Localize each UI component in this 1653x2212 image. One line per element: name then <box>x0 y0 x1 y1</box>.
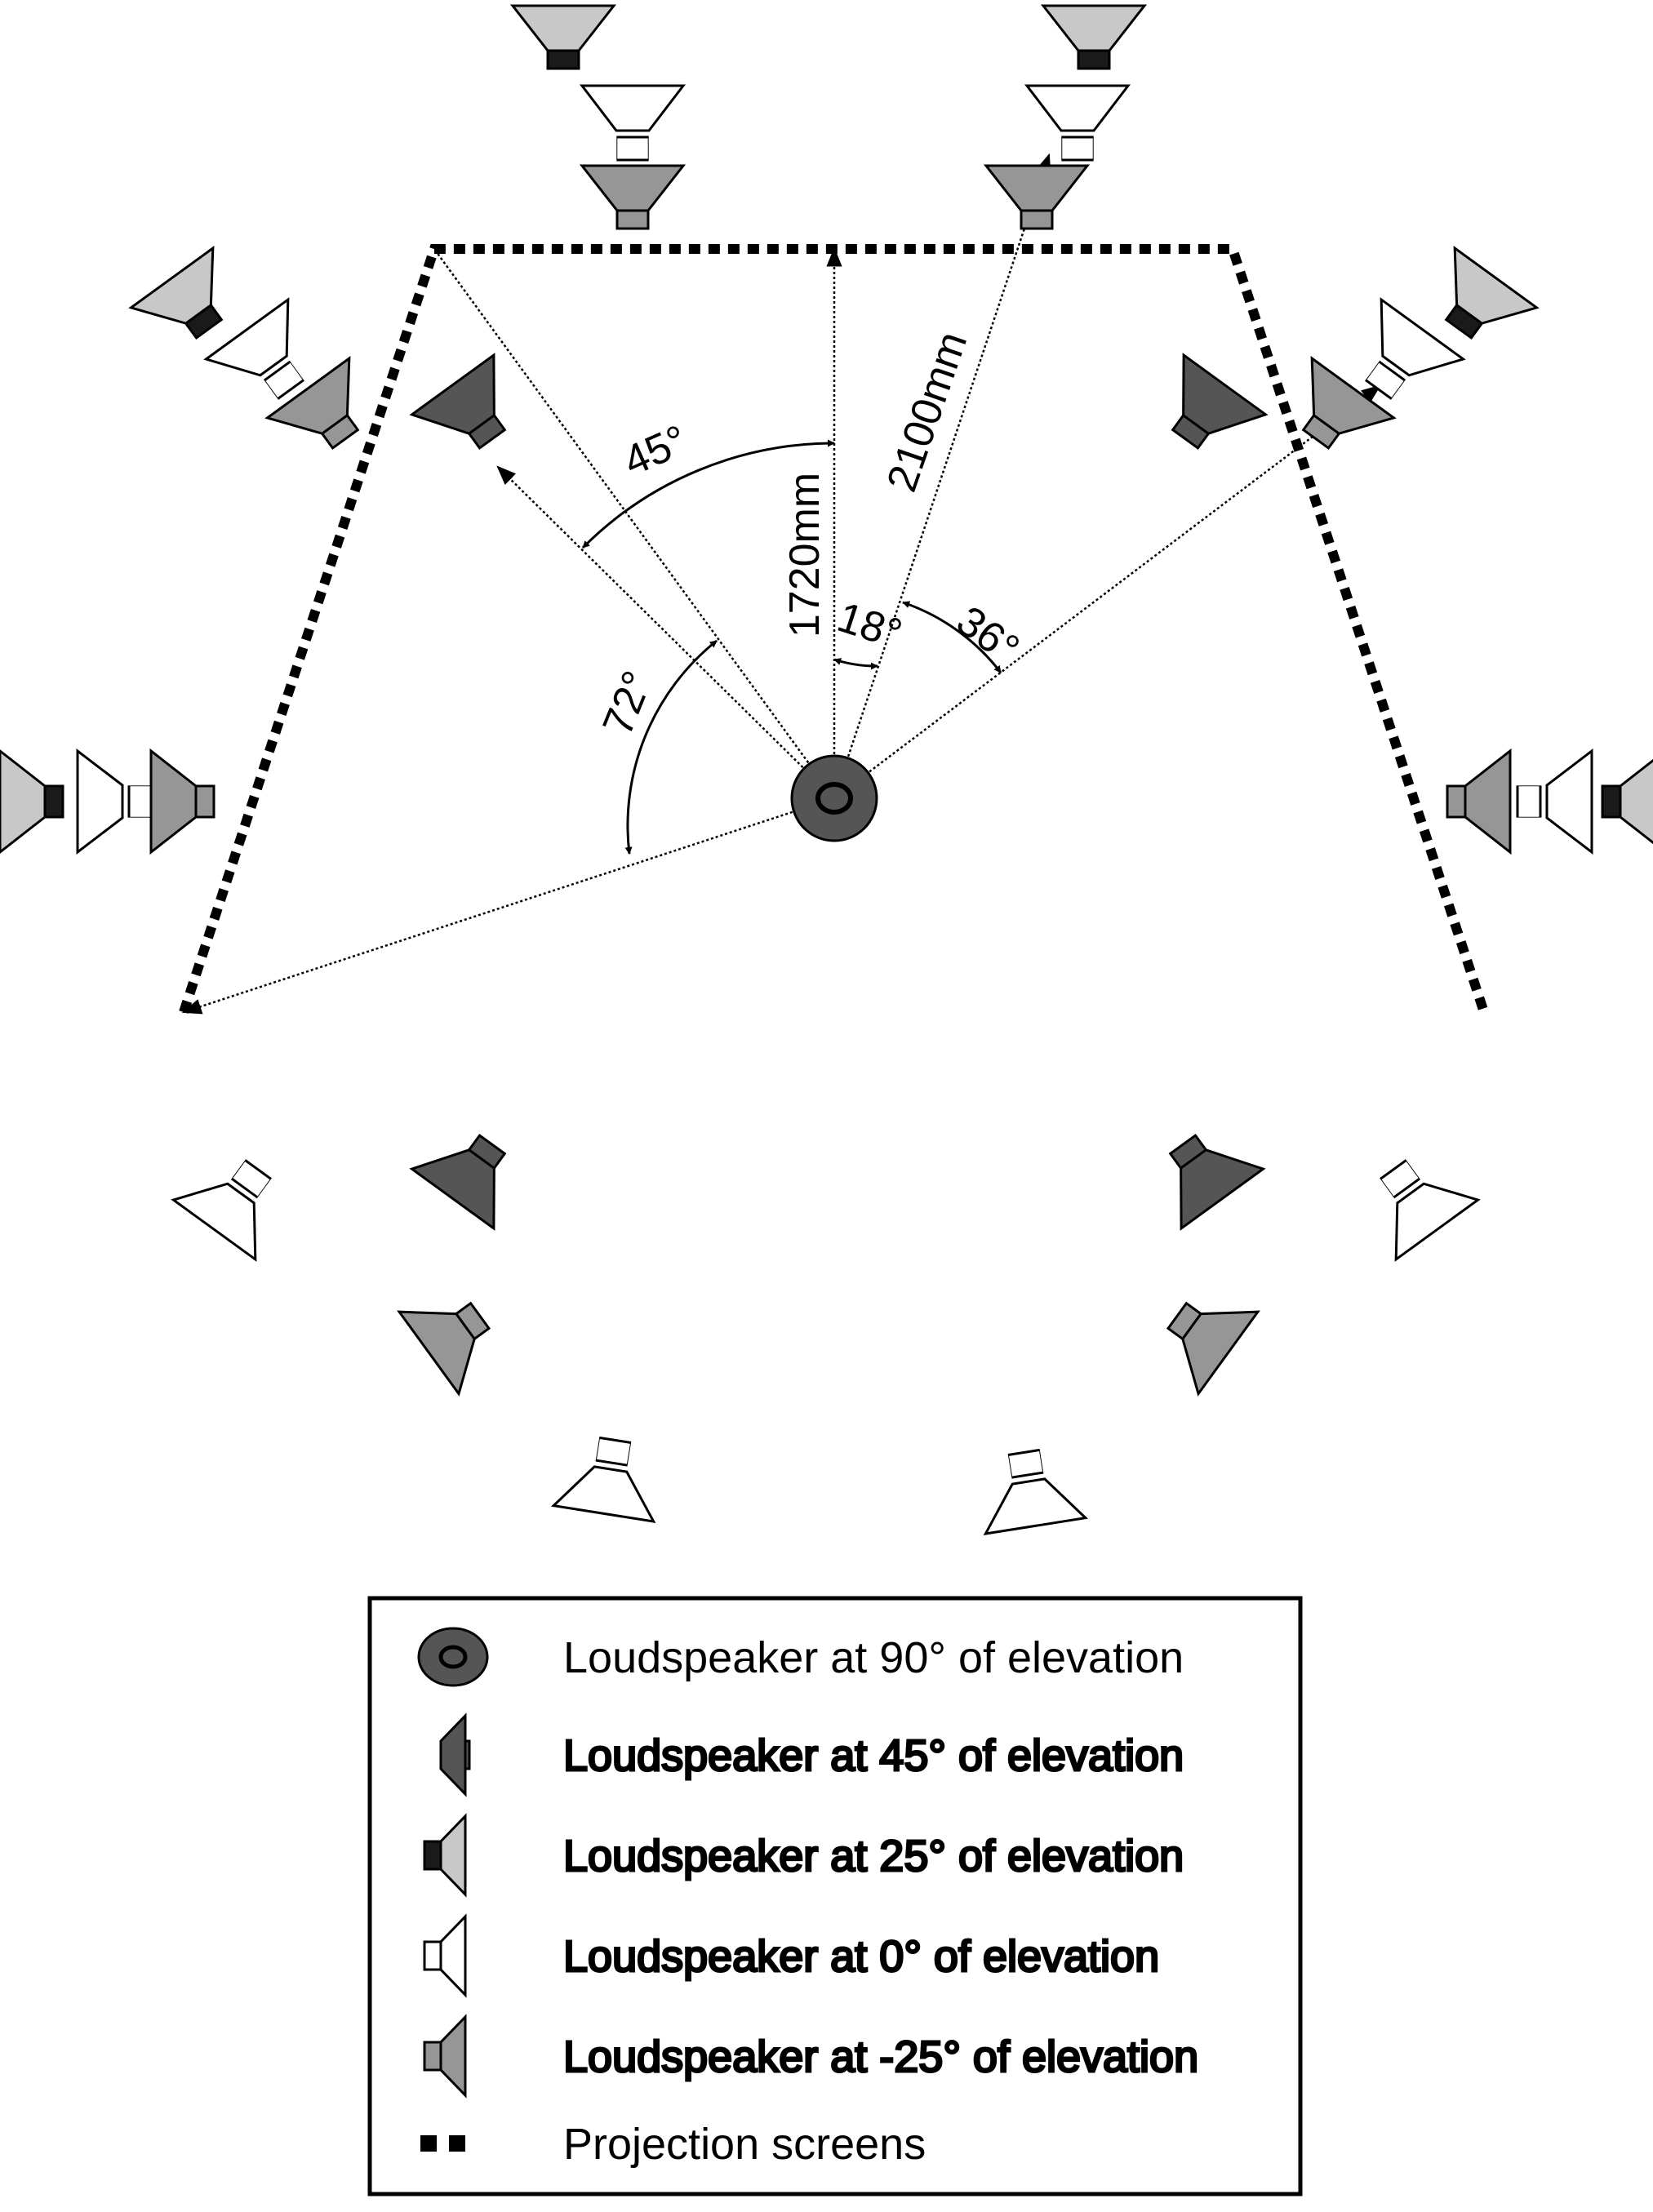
legend-box <box>367 1596 1303 2196</box>
loudspeaker-neg25-icon <box>423 2014 467 2099</box>
legend-item-25: Loudspeaker at 25° of elevation <box>423 1813 1185 1898</box>
ring-0deg <box>76 84 1593 1535</box>
loudspeaker-0-icon <box>1516 748 1593 855</box>
loudspeaker-45-icon <box>1168 1133 1266 1231</box>
legend: Loudspeaker at 90° of elevation Loudspea… <box>367 1596 1303 2196</box>
angle-label-45: 45° <box>616 416 694 486</box>
legend-label: Loudspeaker at 25° of elevation <box>563 1832 1184 1881</box>
line-108deg <box>181 797 835 1015</box>
legend-label: Loudspeaker at -25° of elevation <box>563 2032 1198 2081</box>
loudspeaker-neg25-icon <box>983 164 1091 230</box>
ring-25deg <box>0 4 1653 854</box>
dimension-labels: 45° 72° 18° 36° 1720mm 2100mm <box>594 326 1028 742</box>
ring-neg25deg <box>149 164 1512 1397</box>
angle-label-18: 18° <box>832 593 908 658</box>
loudspeaker-25-icon <box>1040 4 1148 70</box>
top-loudspeaker <box>790 754 878 842</box>
loudspeaker-25-icon <box>509 4 617 70</box>
legend-item-screens: Projection screens <box>420 2120 926 2169</box>
arc-45 <box>581 439 835 549</box>
distance-label-1720: 1720mm <box>781 473 829 637</box>
loudspeaker-25-icon <box>0 749 64 854</box>
loudspeaker-45-icon <box>1171 353 1269 451</box>
loudspeaker-neg25-icon <box>1166 1301 1260 1397</box>
loudspeaker-neg25-icon <box>149 748 216 855</box>
arc-36 <box>902 601 1002 673</box>
legend-label: Projection screens <box>563 2120 926 2169</box>
top-loudspeaker-icon <box>417 1627 489 1687</box>
loudspeaker-0-icon <box>76 748 153 855</box>
legend-item-45: Loudspeaker at 45° of elevation <box>439 1712 1185 1797</box>
angle-label-72: 72° <box>594 664 662 742</box>
loudspeaker-neg25-icon <box>397 1301 491 1397</box>
legend-item-0: Loudspeaker at 0° of elevation <box>423 1913 1161 1998</box>
loudspeaker-0-icon <box>579 84 687 162</box>
loudspeaker-25-icon <box>128 246 224 340</box>
legend-label: Loudspeaker at 0° of elevation <box>563 1932 1159 1981</box>
loudspeaker-0-icon <box>423 1913 467 1998</box>
line-54deg <box>833 384 1381 799</box>
line-18deg <box>833 153 1051 799</box>
loudspeaker-45-icon <box>409 353 507 451</box>
legend-label: Loudspeaker at 90° of elevation <box>563 1633 1184 1682</box>
legend-label: Loudspeaker at 45° of elevation <box>563 1731 1184 1780</box>
ring-45deg <box>409 353 1269 1231</box>
loudspeaker-0-icon <box>550 1436 656 1523</box>
loudspeaker-0-icon <box>171 1159 272 1262</box>
arc-72 <box>624 639 718 855</box>
loudspeaker-neg25-icon <box>579 164 687 230</box>
loudspeaker-0-icon <box>983 1448 1089 1535</box>
loudspeaker-25-icon <box>423 1813 467 1898</box>
arc-18 <box>833 658 878 670</box>
loudspeaker-0-icon <box>1365 297 1466 400</box>
legend-item-neg25: Loudspeaker at -25° of elevation <box>423 2014 1200 2099</box>
loudspeaker-25-icon <box>1601 758 1653 845</box>
loudspeaker-25-icon <box>1444 246 1540 340</box>
angle-arcs <box>581 439 1002 855</box>
distance-label-2100: 2100mm <box>878 326 977 497</box>
loudspeaker-0-icon <box>1380 1159 1481 1262</box>
loudspeaker-neg25-icon <box>1446 748 1512 855</box>
loudspeaker-neg25-icon <box>264 356 360 451</box>
loudspeaker-0-icon <box>203 297 304 400</box>
loudspeaker-neg25-icon <box>1301 356 1397 451</box>
projection-screen-icon <box>420 2135 465 2152</box>
loudspeaker-45-icon <box>409 1133 507 1231</box>
legend-item-90: Loudspeaker at 90° of elevation <box>417 1627 1184 1687</box>
loudspeaker-0-icon <box>1024 84 1131 162</box>
line-45deg <box>496 465 835 799</box>
